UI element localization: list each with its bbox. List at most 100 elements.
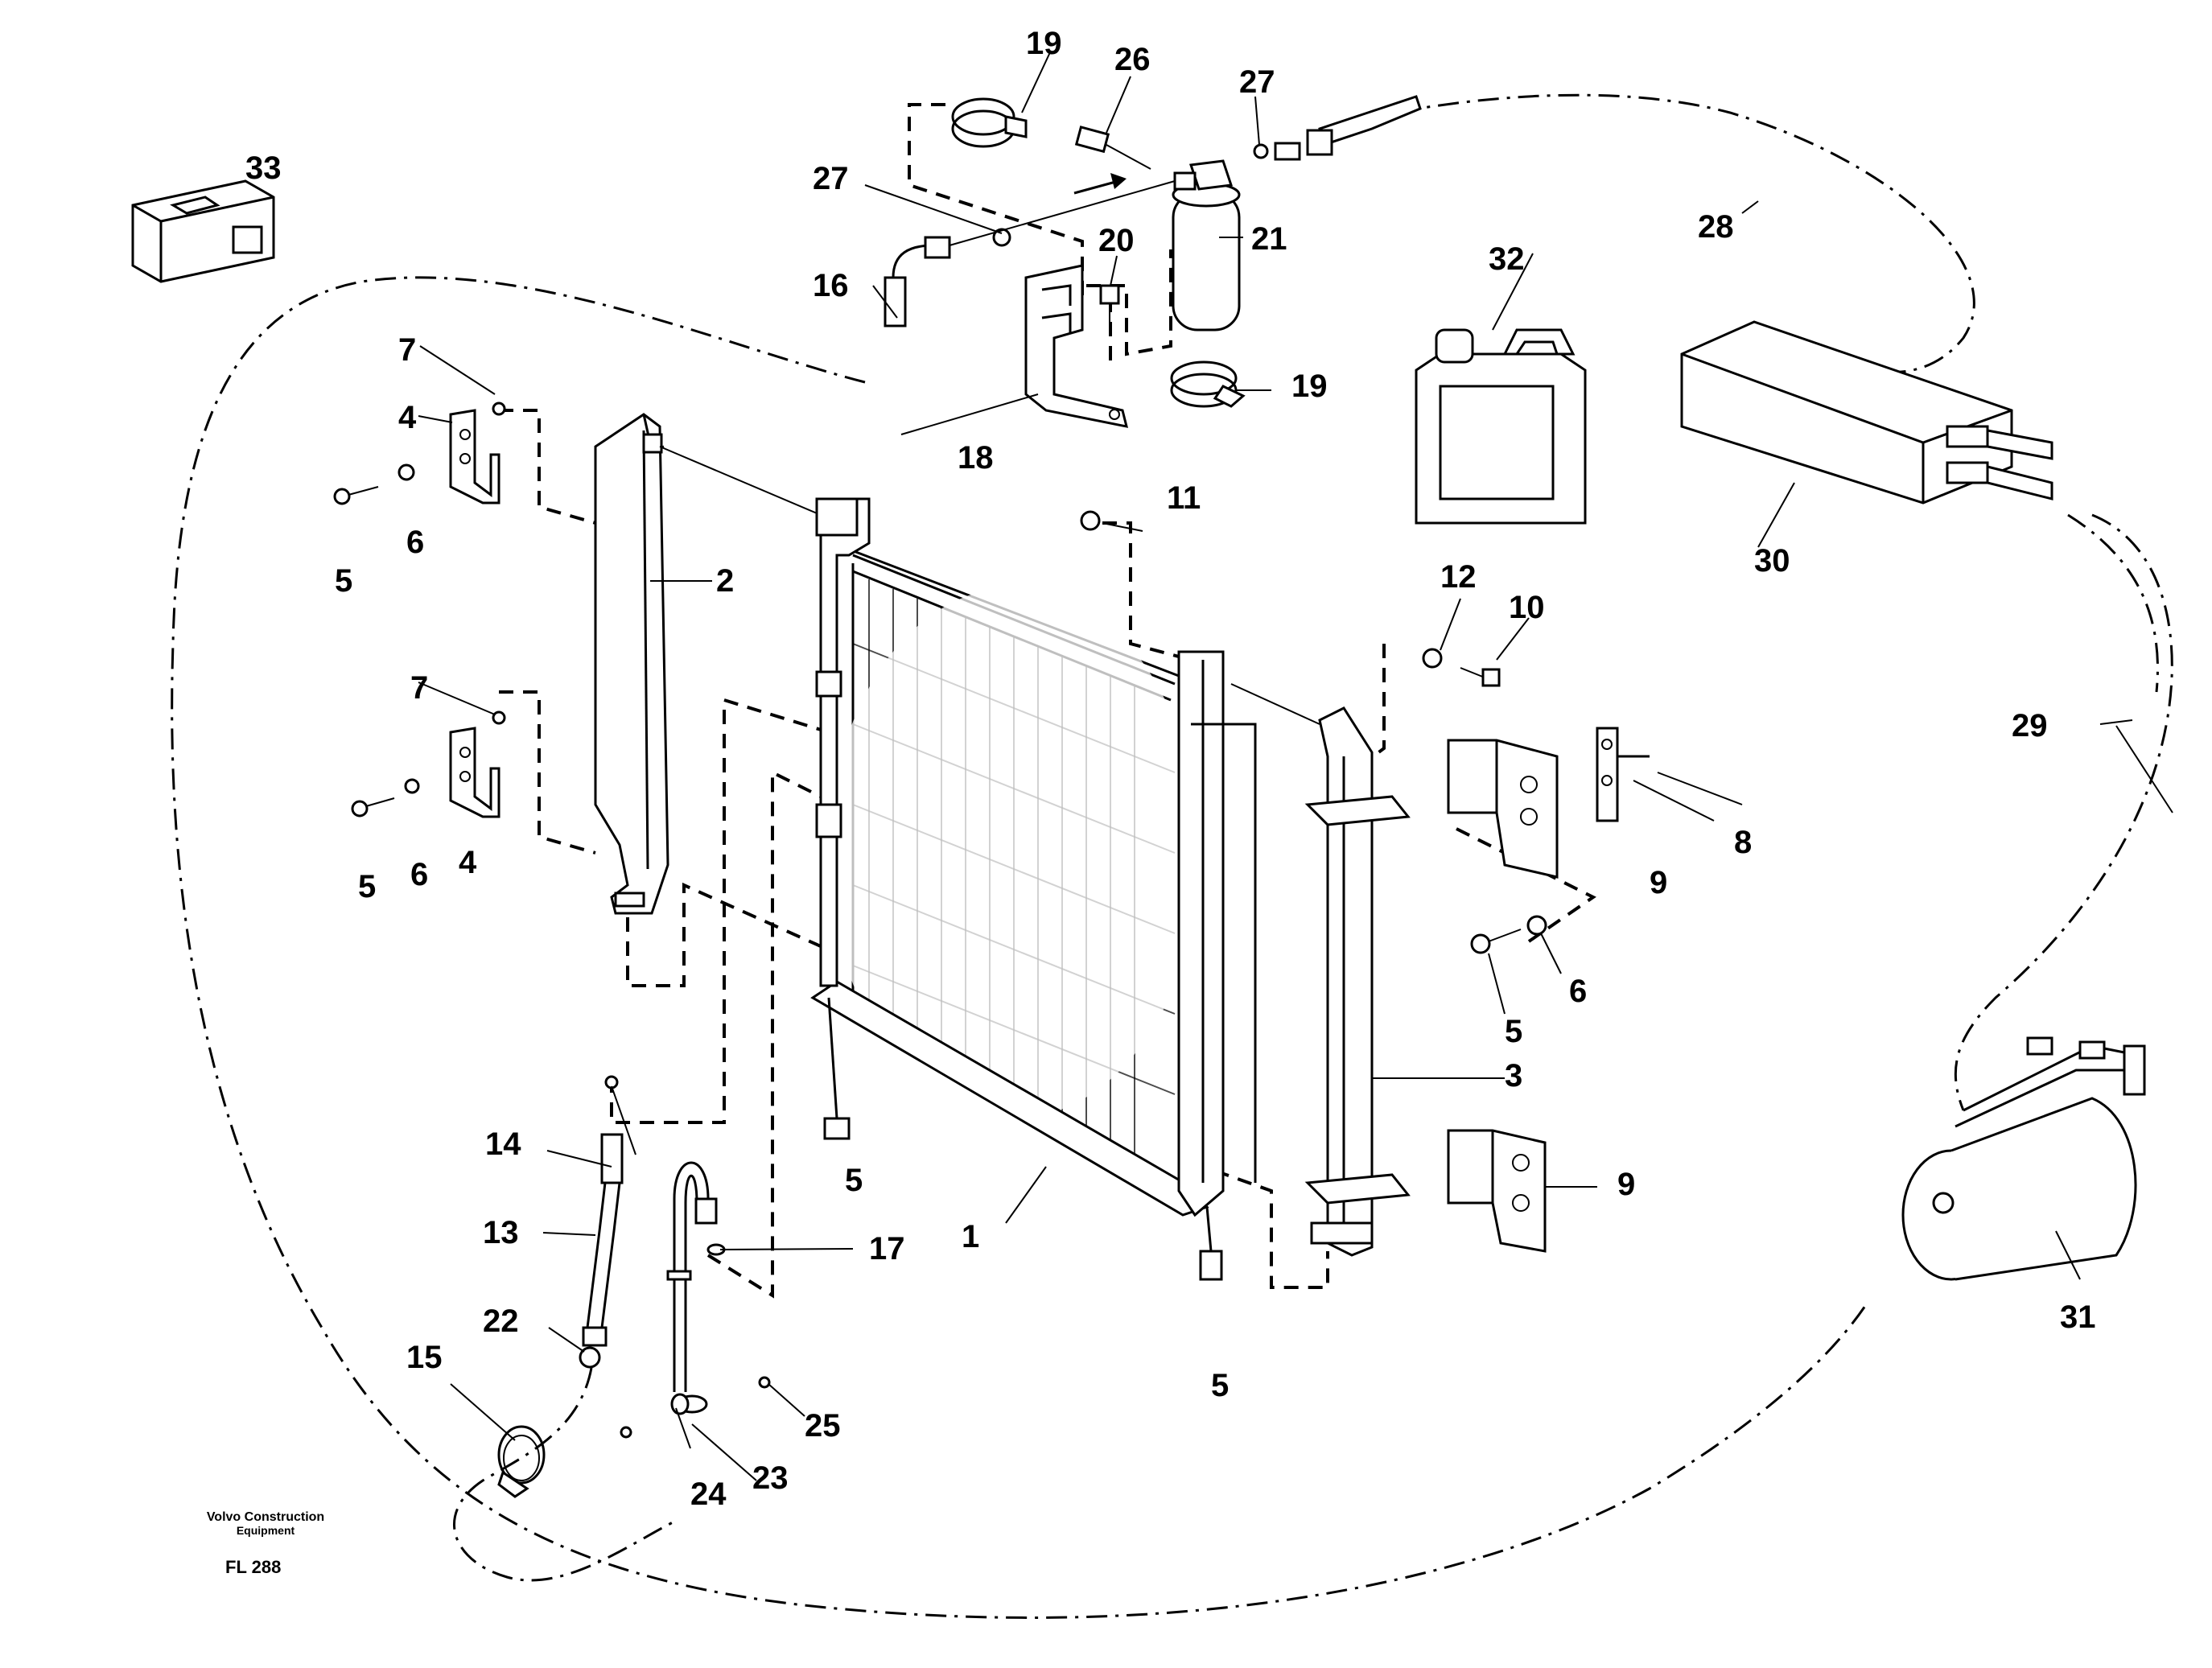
label-part-23: 23: [752, 1460, 789, 1496]
label-part-27-a: 27: [813, 161, 849, 196]
refrigerant-line-29: [1851, 449, 2173, 1111]
label-part-15: 15: [406, 1340, 443, 1375]
arrow-flow: [1073, 173, 1127, 195]
o-ring-27-b: [1253, 143, 1269, 159]
washer-12: [1422, 648, 1443, 669]
label-part-30: 30: [1754, 543, 1790, 579]
bracket-18: [1024, 264, 1129, 428]
hose-loop-lower: [452, 1367, 677, 1582]
label-part-4-lower: 4: [459, 845, 477, 880]
label-part-5-a: 5: [335, 563, 352, 599]
label-part-19-lower: 19: [1291, 369, 1328, 404]
expansion-box-30: [1680, 320, 2053, 505]
washer-6-a: [398, 463, 415, 481]
refrigerant-line-29-start: [2067, 513, 2159, 693]
hinge-bracket-9-lower: [1447, 1129, 1547, 1253]
figure-reference: FL 288: [225, 1557, 281, 1577]
clip-4-upper: [449, 409, 500, 505]
label-part-9-lower: 9: [1617, 1167, 1635, 1202]
clamp-19-upper: [951, 97, 1028, 148]
label-part-20: 20: [1098, 223, 1135, 258]
label-part-1: 1: [962, 1219, 979, 1254]
connector-dash-5: [1214, 1169, 1329, 1289]
clamp-23: [670, 1393, 708, 1415]
connector-dash-7a: [499, 409, 596, 525]
clamp-22: [579, 1346, 601, 1369]
label-part-19-upper: 19: [1026, 26, 1062, 61]
hose-clamp-15: [497, 1425, 546, 1498]
label-part-16: 16: [813, 268, 849, 303]
pipe-u: [666, 1161, 718, 1392]
label-part-21: 21: [1251, 221, 1287, 257]
bolt-5-a: [333, 486, 379, 505]
label-part-6-c: 6: [1569, 974, 1587, 1009]
screw-25: [758, 1376, 771, 1389]
clip-4-lower: [449, 727, 500, 818]
washer-6-b: [404, 778, 420, 794]
label-part-18: 18: [958, 440, 994, 476]
terminal-box-33: [131, 179, 275, 283]
leader-3-bolt: [1230, 683, 1320, 725]
bolt-20: [1099, 284, 1120, 322]
label-part-2: 2: [716, 563, 734, 599]
connector-dash-14: [610, 698, 830, 1124]
label-part-7-b: 7: [410, 670, 428, 706]
leader-2-bolt: [659, 446, 822, 516]
label-part-11: 11: [1167, 480, 1201, 516]
nut-11: [1080, 510, 1101, 531]
label-part-27-b: 27: [1239, 64, 1275, 100]
label-part-28: 28: [1698, 209, 1734, 245]
label-part-29: 29: [2012, 708, 2048, 743]
label-part-13: 13: [483, 1215, 519, 1250]
mounting-bracket-right: [1304, 706, 1411, 1257]
label-part-31: 31: [2060, 1299, 2096, 1335]
label-part-14: 14: [485, 1126, 521, 1162]
label-part-25: 25: [805, 1408, 841, 1444]
pipe-16: [884, 180, 1176, 327]
label-part-22: 22: [483, 1304, 519, 1339]
connector-dash-18: [1086, 249, 1172, 356]
nut-7-a: [492, 402, 506, 416]
connector-dash-11: [1102, 521, 1192, 661]
mounting-plate-8: [1596, 727, 1650, 822]
refrigerant-line-28: [1319, 93, 1975, 373]
label-part-6-a: 6: [406, 525, 424, 560]
label-part-6-b: 6: [410, 857, 428, 892]
label-part-5-d: 5: [1211, 1368, 1229, 1403]
fan-shroud-shadow: [829, 587, 1199, 1118]
mounting-bracket-left: [594, 413, 669, 915]
label-part-33: 33: [245, 150, 282, 186]
label-part-3: 3: [1505, 1058, 1522, 1093]
label-part-5-b: 5: [358, 869, 376, 904]
label-part-32: 32: [1489, 241, 1525, 277]
leader-lines: [418, 51, 2173, 1481]
label-part-10: 10: [1509, 590, 1545, 625]
label-part-8: 8: [1734, 825, 1752, 860]
nut-7-b: [492, 710, 506, 725]
bolt-5-c: [1470, 929, 1522, 954]
company-stamp-line1: Volvo Construction: [207, 1510, 324, 1524]
accumulator-31: [1901, 1036, 2146, 1281]
hinge-bracket-9-upper: [1447, 739, 1559, 879]
label-part-9-upper: 9: [1650, 865, 1667, 900]
bolt-5-b: [351, 797, 395, 818]
label-part-26: 26: [1114, 42, 1151, 77]
label-part-5-e: 5: [1505, 1014, 1522, 1049]
hose-13: [582, 1133, 624, 1347]
label-part-12: 12: [1440, 559, 1477, 595]
screw-24: [620, 1426, 632, 1439]
pipe-end-28: [1274, 95, 1422, 161]
refrigerant-line-loop: [171, 276, 1868, 1619]
oil-can: [1415, 328, 1587, 525]
connector-dash-17: [706, 769, 822, 1299]
condenser: [810, 497, 1257, 1281]
connector-dash-19: [908, 103, 1084, 298]
o-ring-27: [992, 228, 1011, 247]
nut-14: [604, 1075, 619, 1089]
clamp-19-lower: [1170, 360, 1246, 408]
receiver-drier: [1172, 159, 1241, 332]
switch-26: [1074, 126, 1151, 170]
connector-dash-bottom: [626, 882, 838, 987]
label-part-4-upper: 4: [398, 400, 417, 435]
